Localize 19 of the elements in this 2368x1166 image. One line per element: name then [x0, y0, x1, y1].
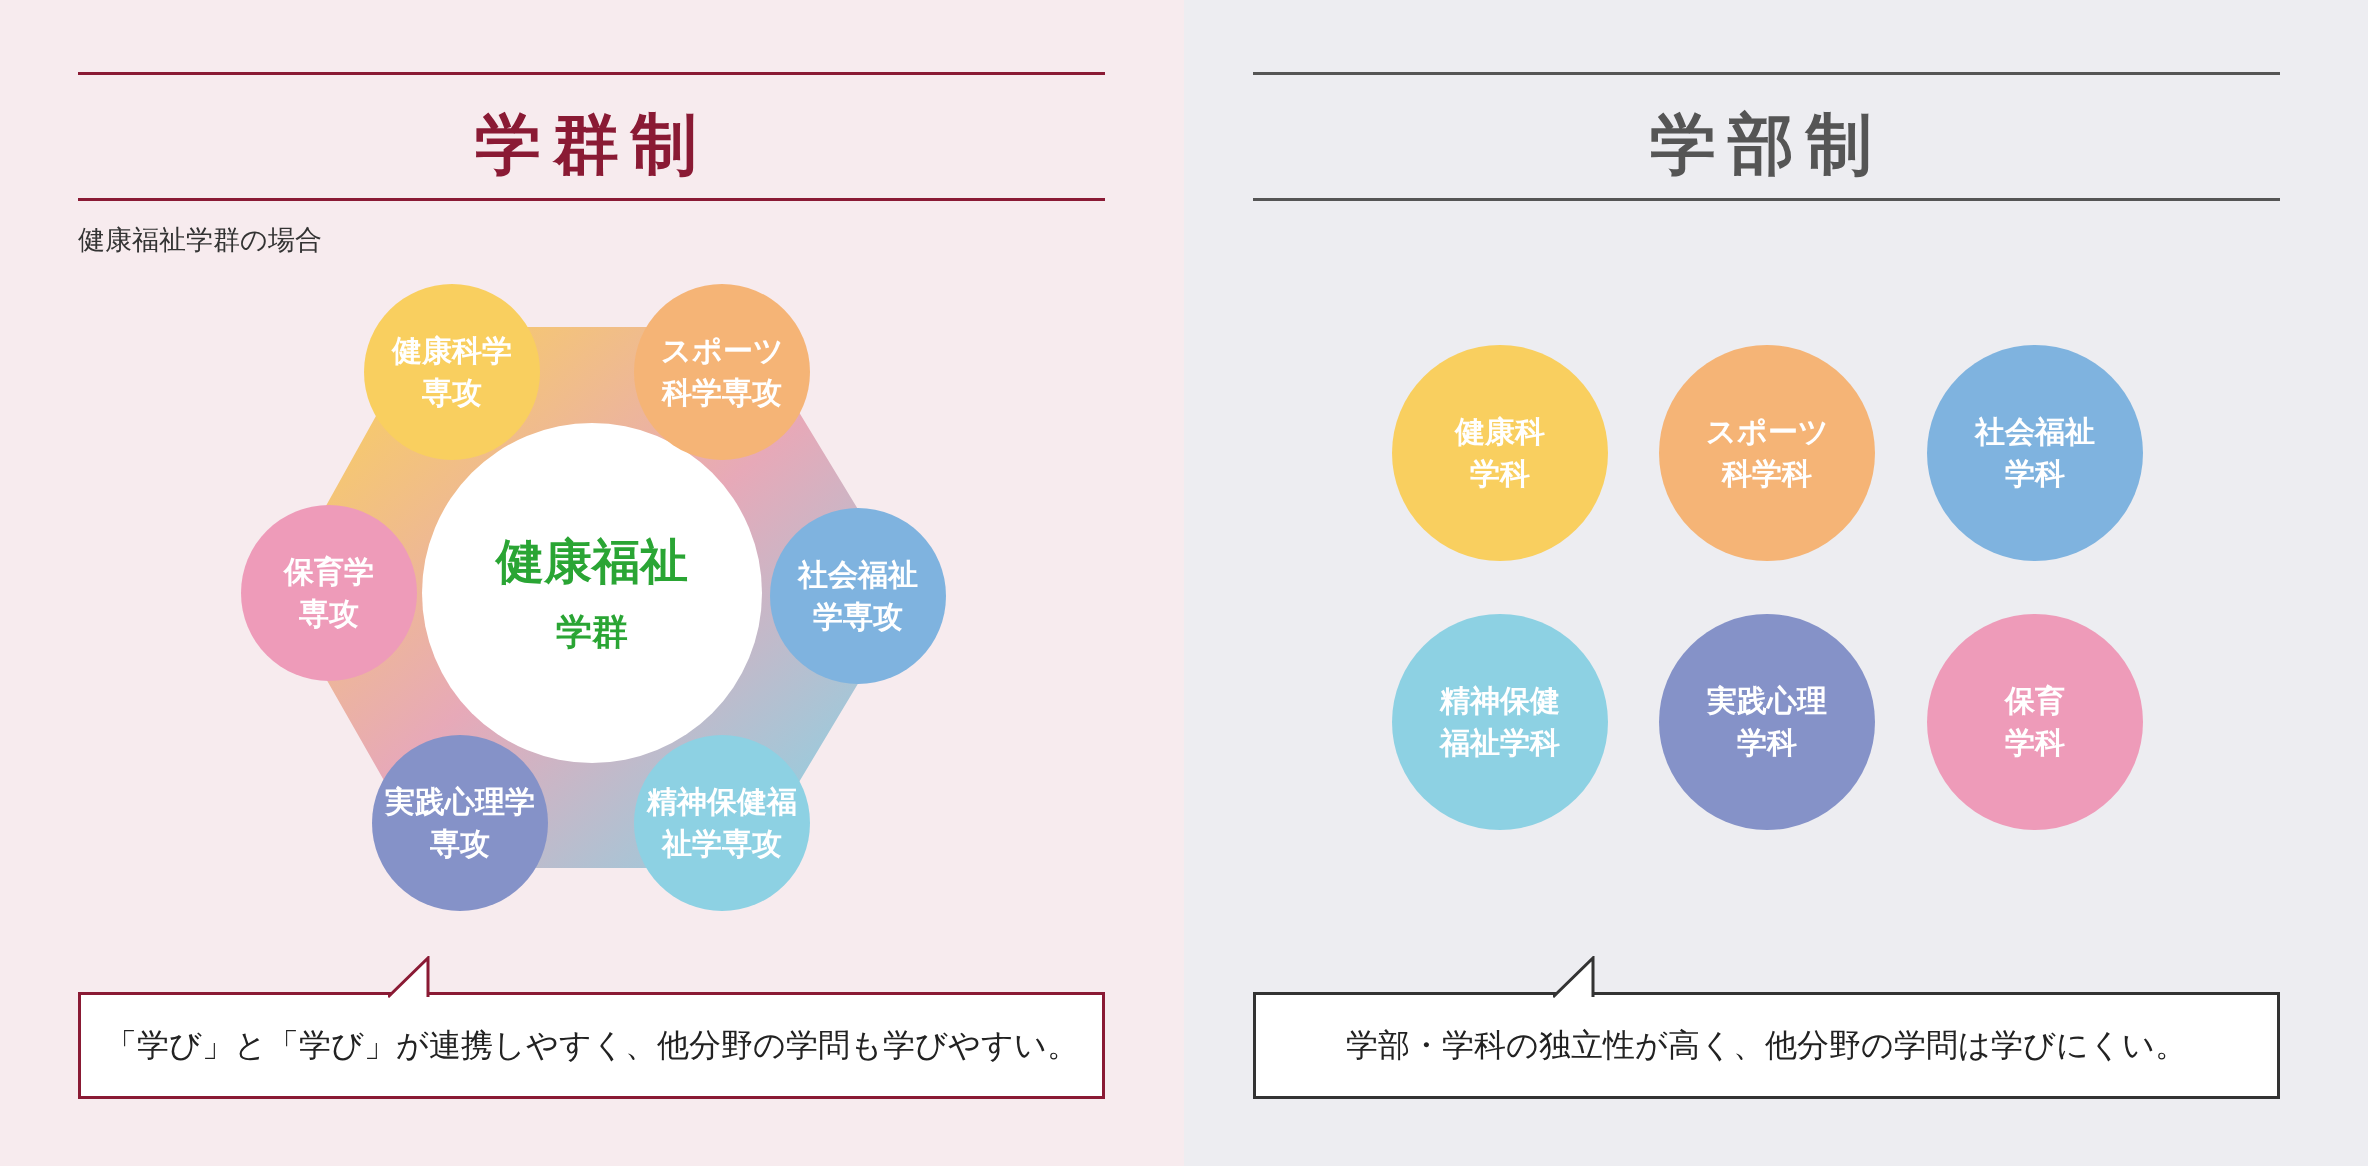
- circle-label: 健康科学科: [1453, 413, 1546, 493]
- panel-subtitle: 健康福祉学群の場合: [78, 223, 322, 257]
- circle-subtitle: 学群: [556, 609, 628, 654]
- note-text: 「学び」と「学び」が連携しやすく、他分野の学問も学びやすい。: [104, 1024, 1079, 1066]
- note-text: 学部・学科の独立性が高く、他分野の学問は学びにくい。: [1346, 1024, 2187, 1066]
- circle-label: 保育学科: [2003, 682, 2066, 762]
- circle-label: 保育学専攻: [282, 553, 375, 633]
- circle-label: スポーツ科学専攻: [659, 332, 785, 412]
- panel-heading: 学群制: [473, 105, 710, 185]
- circle-label: 精神保健福祉学科: [1438, 682, 1561, 762]
- circle-label: 社会福祉学科: [1973, 413, 2096, 493]
- panel-heading: 学部制: [1648, 105, 1885, 185]
- circle-label: 実践心理学科: [1706, 682, 1828, 762]
- circle-label: 社会福祉学専攻: [796, 556, 919, 636]
- circle-heading: 健康福祉: [496, 531, 688, 591]
- circle-label: 精神保健福祉学専攻: [645, 783, 798, 863]
- circle-label: 健康科学専攻: [390, 332, 513, 412]
- circle-label: 実践心理学専攻: [384, 783, 536, 863]
- circle-label: スポーツ科学科: [1704, 413, 1830, 493]
